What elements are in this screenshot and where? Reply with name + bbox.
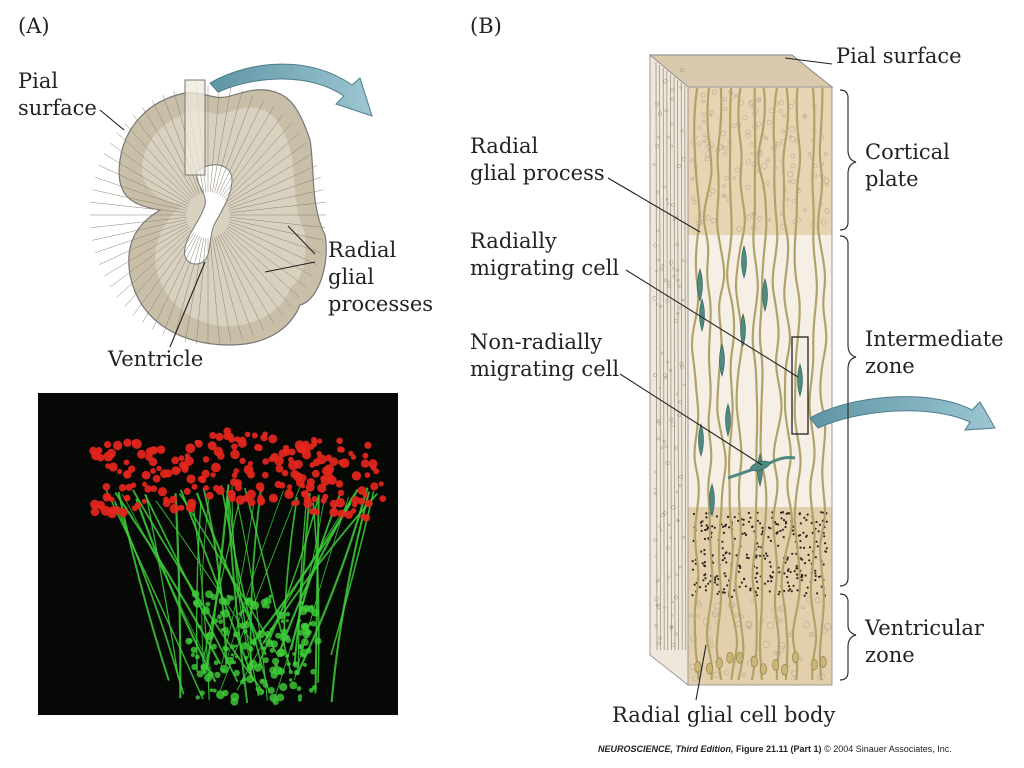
cortical-plate-zone (688, 87, 832, 235)
ventricle-cavity (183, 164, 233, 265)
radial-glial-lines (90, 85, 326, 345)
highlight-box (791, 336, 809, 435)
panel-a-leaders (99, 109, 316, 348)
cortex-section (90, 79, 327, 346)
label-radially-migrating-cell: Radially migrating cell (470, 229, 620, 280)
label-radial-glial-process: Radial glial process (470, 134, 605, 185)
panel-b-leaders (607, 57, 833, 701)
cortical-column (648, 53, 834, 687)
radial-glial-fibers (655, 61, 828, 681)
figure-credit: NEUROSCIENCE, Third Edition, Figure 21.1… (598, 744, 952, 754)
label-ventricular-zone: Ventricular zone (865, 616, 984, 667)
label-non-radially-migrating-cell: Non-radially migrating cell (470, 330, 620, 381)
label-pial-surface-b: Pial surface (836, 44, 962, 68)
zoom-arrow-b (809, 396, 996, 431)
label-ventricle: Ventricle (108, 347, 204, 371)
label-intermediate-zone: Intermediate zone (865, 327, 1004, 378)
panel-b-tag: (B) (470, 14, 502, 38)
label-cortical-plate: Cortical plate (865, 140, 950, 191)
label-radial-glial-cell-body: Radial glial cell body (612, 703, 836, 727)
migrating-cells (697, 244, 803, 518)
cortex-inner-zone (141, 107, 306, 327)
fluorescence-micrograph (38, 393, 398, 715)
panel-a-tag: (A) (18, 14, 50, 38)
label-radial-glial-processes: Radial glial processes (328, 238, 434, 316)
sample-box (184, 79, 206, 176)
zone-brackets (839, 89, 857, 681)
label-pial-surface-a: Pial surface (18, 69, 97, 120)
zoom-arrow-a (209, 63, 373, 117)
